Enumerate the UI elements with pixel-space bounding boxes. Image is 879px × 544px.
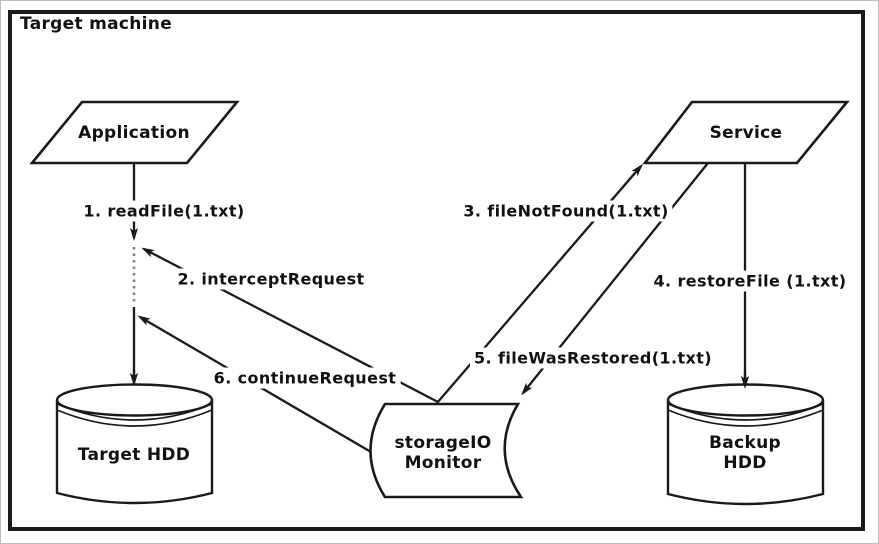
service-label: Service bbox=[709, 123, 783, 143]
target-hdd-label: Target HDD bbox=[77, 445, 191, 465]
application-label: Application bbox=[78, 123, 190, 143]
target-machine-border bbox=[8, 10, 865, 531]
storageio-monitor-shape bbox=[369, 402, 524, 499]
message-label-continuerequest: 6. continueRequest bbox=[209, 367, 401, 389]
target-hdd-shape bbox=[55, 383, 214, 505]
backup-hdd-label-line1: Backup bbox=[709, 433, 781, 453]
message-label-filewasrestored: 5. fileWasRestored(1.txt) bbox=[470, 347, 716, 369]
backup-hdd-label-line2: HDD bbox=[723, 453, 767, 473]
storageio-monitor-label: storageIO Monitor bbox=[395, 433, 492, 473]
message-label-interceptrequest: 2. interceptRequest bbox=[173, 268, 369, 290]
storageio-monitor-label-line1: storageIO bbox=[394, 433, 492, 453]
frame-title: Target machine bbox=[20, 14, 173, 34]
storageio-monitor-label-line2: Monitor bbox=[404, 453, 482, 473]
backup-hdd-label: Backup HDD bbox=[709, 433, 781, 473]
application-shape bbox=[29, 100, 240, 165]
service-shape bbox=[642, 100, 850, 165]
message-label-filenotfound: 3. fileNotFound(1.txt) bbox=[459, 200, 673, 222]
backup-hdd-shape bbox=[666, 383, 825, 506]
message-label-restorefile: 4. restoreFile (1.txt) bbox=[649, 270, 851, 292]
message-label-readfile: 1. readFile(1.txt) bbox=[79, 200, 249, 222]
